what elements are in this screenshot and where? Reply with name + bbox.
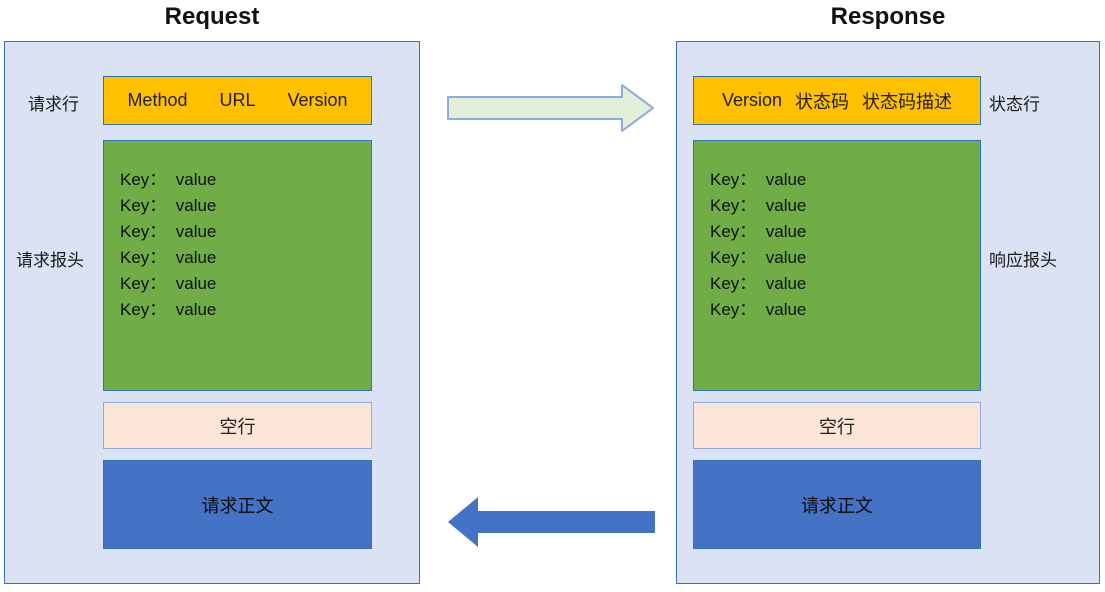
response-line-token: 状态码 <box>795 91 850 112</box>
response-arrow-icon <box>448 497 655 547</box>
response-status-line-box: Version 状态码状态码描述 <box>693 76 981 125</box>
request-header-row: Key： value <box>120 170 217 189</box>
request-header-row: Key： value <box>120 248 217 267</box>
response-header-row: Key： value <box>710 274 807 293</box>
response-headers-label: 响应报头 <box>989 251 1057 270</box>
response-blank-line-box: 空行 <box>693 402 981 449</box>
request-header-row: Key： value <box>120 300 217 319</box>
request-headers-label: 请求报头 <box>16 251 84 270</box>
response-status-line-label: 状态行 <box>989 95 1040 114</box>
request-blank-line-box: 空行 <box>103 402 372 449</box>
response-header-row: Key： value <box>710 196 807 215</box>
response-header-row: Key： value <box>710 170 807 189</box>
request-header-row: Key： value <box>120 274 217 293</box>
request-line-token: Method <box>127 90 188 110</box>
response-line-token: Version <box>721 90 783 110</box>
request-title: Request <box>164 3 260 30</box>
response-title: Response <box>830 3 946 30</box>
response-header-row: Key： value <box>710 222 807 241</box>
request-header-row: Key： value <box>120 196 217 215</box>
request-arrow-icon <box>447 84 654 132</box>
response-header-row: Key： value <box>710 300 807 319</box>
request-body-box: 请求正文 <box>103 460 372 549</box>
response-body-box: 请求正文 <box>693 460 981 549</box>
request-line-label: 请求行 <box>28 95 79 114</box>
request-header-row: Key： value <box>120 222 217 241</box>
request-line-token: Version <box>287 90 348 110</box>
response-header-row: Key： value <box>710 248 807 267</box>
request-line-token: URL <box>219 90 256 110</box>
response-line-token: 状态码描述 <box>862 91 953 112</box>
request-line-box: Method URL Version <box>103 76 372 125</box>
